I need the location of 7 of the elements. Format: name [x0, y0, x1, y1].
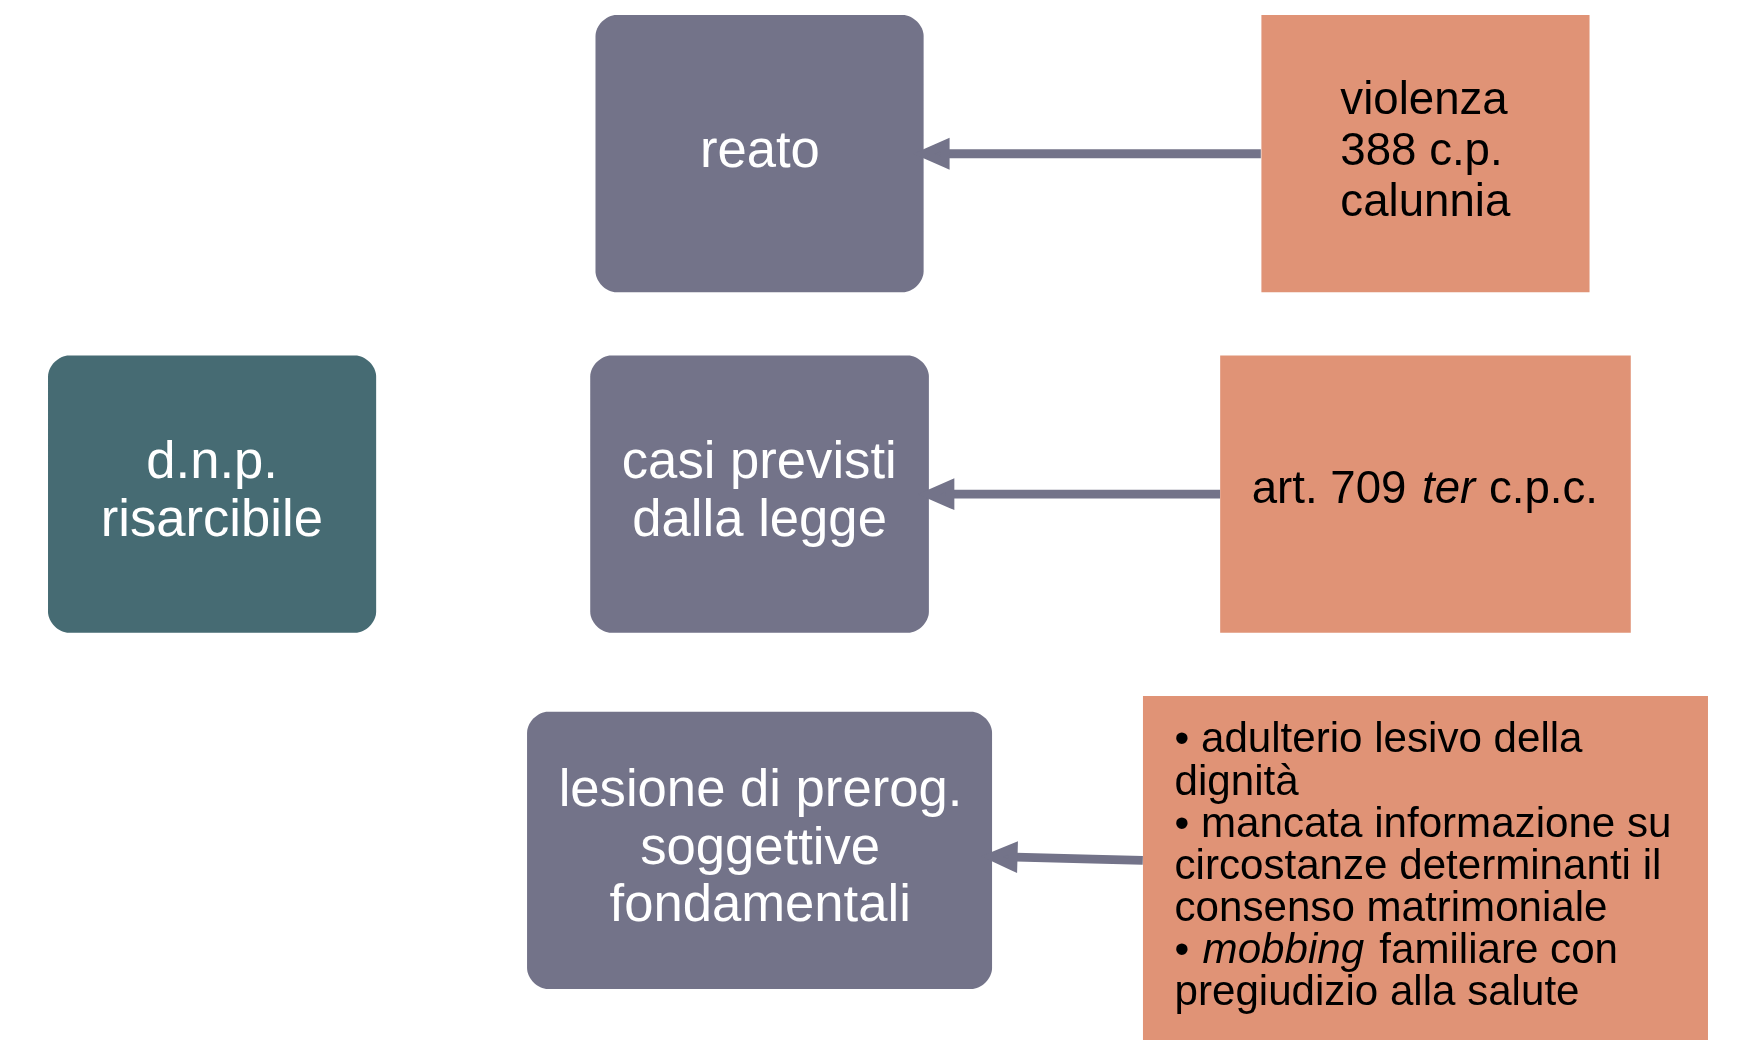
node-box: reato — [595, 15, 924, 293]
node-box: • adulterio lesivo della dignità • mancata informazione su circostanze determinanti il consenso matrimoniale • mobbing familiare con pregiudizio alla salute — [1142, 695, 1708, 1040]
node-box: casi previsti dalla legge — [589, 355, 929, 633]
node-box: d.n.p. risarcibile — [47, 355, 376, 633]
node-box: art. 709 ter c.p.c. — [1219, 355, 1631, 633]
node-box: lesione di prerog. soggettive fondamentali — [526, 711, 992, 989]
node-box: violenza 388 c.p. calunnia — [1260, 15, 1590, 293]
